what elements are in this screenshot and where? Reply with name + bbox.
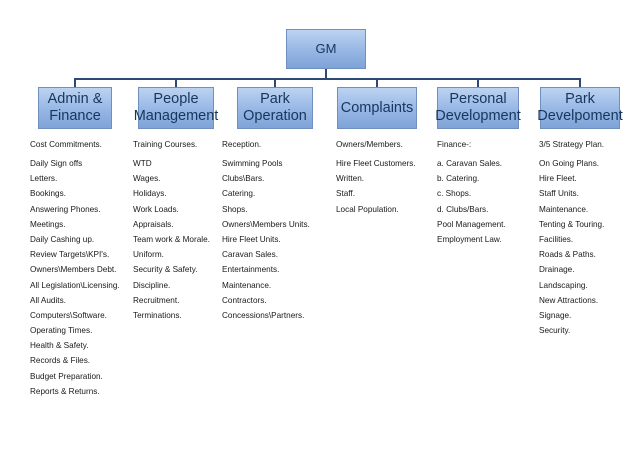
list-item: Employment Law. [437, 234, 502, 244]
list-item: Terminations. [133, 310, 182, 320]
list-item: Security & Safety. [133, 265, 198, 275]
list-item: Reports & Returns. [30, 386, 100, 396]
connector-personal-development [477, 78, 479, 87]
dept-label-line: Develpoment [537, 108, 623, 124]
list-item: Caravan Sales. [222, 250, 278, 260]
list-item: Shops. [222, 204, 248, 214]
dept-label-line: Management [133, 108, 219, 124]
task-list-complaints: Owners/Members. Hire Fleet Customers. Writ… [336, 136, 416, 217]
list-item: All Legislation\Licensing. [30, 280, 120, 290]
dept-box-park-development: Park Develpoment [537, 87, 623, 129]
task-list-header: Owners/Members. [336, 140, 403, 149]
list-item: Letters. [30, 174, 58, 184]
list-item: Answering Phones. [30, 204, 101, 214]
list-item: Team work & Morale. [133, 234, 210, 244]
list-item: Concessions\Partners. [222, 310, 305, 320]
dept-label-line: Development [435, 108, 521, 124]
list-item: Holidays. [133, 189, 167, 199]
list-item: Meetings. [30, 219, 66, 229]
list-item: Recruitment. [133, 295, 180, 305]
list-item: Daily Sign offs [30, 159, 83, 168]
connector-park-development [579, 78, 581, 87]
list-item: Discipline. [133, 280, 171, 290]
dept-box-admin-finance: Admin & Finance [38, 87, 112, 129]
list-item: Roads & Paths. [539, 250, 596, 260]
list-item: Drainage. [539, 265, 575, 275]
list-item: Staff. [336, 189, 355, 199]
list-item: On Going Plans. [539, 159, 600, 168]
list-item: Landscaping. [539, 280, 588, 290]
list-item: Maintenance. [539, 204, 589, 214]
list-item: Owners\Members Debt. [30, 265, 117, 275]
task-list-header: Cost Commitments. [30, 140, 102, 149]
list-item: Hire Fleet. [539, 174, 577, 184]
dept-label-line: Park [260, 91, 290, 108]
list-item: Bookings. [30, 189, 66, 199]
list-item: Facilities. [539, 234, 574, 244]
list-item: Appraisals. [133, 219, 174, 229]
list-item: Work Loads. [133, 204, 179, 214]
task-list-header: Reception. [222, 140, 262, 149]
list-item: Clubs\Bars. [222, 174, 265, 184]
list-item: d. Clubs/Bars. [437, 204, 489, 214]
list-item: b. Catering. [437, 174, 480, 184]
list-item: Computers\Software. [30, 310, 107, 320]
dept-label-line: People [153, 91, 199, 108]
list-item: Daily Cashing up. [30, 234, 95, 244]
task-list-header: 3/5 Strategy Plan. [539, 140, 605, 149]
list-item: Health & Safety. [30, 341, 89, 351]
list-item: Records & Files. [30, 356, 91, 366]
dept-label-line: Park [565, 91, 595, 108]
list-item: Contractors. [222, 295, 267, 305]
dept-box-park-operation: Park Operation [237, 87, 313, 129]
list-item: Pool Management. [437, 219, 506, 229]
list-item: Tenting & Touring. [539, 219, 605, 229]
dept-box-personal-development: Personal Development [435, 87, 521, 129]
list-item: Security. [539, 326, 571, 336]
list-item: Operating Times. [30, 326, 93, 336]
connector-complaints [376, 78, 378, 87]
task-list-people-management: Training Courses. WTD Wages. Holidays. Work … [133, 136, 210, 323]
list-item: Owners\Members Units. [222, 219, 310, 229]
connector-horizontal-bus [74, 78, 580, 80]
connector-admin-finance [74, 78, 76, 87]
list-item: Local Population. [336, 204, 399, 214]
dept-box-people-management: People Management [134, 87, 218, 129]
dept-label-line: Personal [449, 91, 507, 108]
dept-label-line: Operation [243, 108, 307, 124]
dept-label-line: Admin & [47, 91, 103, 108]
list-item: Swimming Pools [222, 159, 283, 168]
list-item: New Attractions. [539, 295, 599, 305]
list-item: WTD [133, 159, 152, 168]
list-item: Review Targets\KPI's. [30, 250, 110, 260]
connector-park-operation [274, 78, 276, 87]
connector-people-management [175, 78, 177, 87]
task-list-header: Training Courses. [133, 140, 198, 149]
gm-box: GM [286, 29, 366, 69]
list-item: a. Caravan Sales. [437, 159, 503, 168]
list-item: Written. [336, 174, 365, 184]
list-item: Wages. [133, 174, 161, 184]
list-item: Hire Fleet Units. [222, 234, 281, 244]
list-item: Staff Units. [539, 189, 579, 199]
list-item: Signage. [539, 310, 572, 320]
list-item: Hire Fleet Customers. [336, 159, 416, 168]
dept-label-line: Complaints [340, 99, 414, 116]
task-list-header: Finance-: [437, 140, 472, 149]
list-item: c. Shops. [437, 189, 472, 199]
list-item: Uniform. [133, 250, 164, 260]
task-list-park-development: 3/5 Strategy Plan. On Going Plans. Hire Fl… [539, 136, 604, 338]
list-item: Catering. [222, 189, 256, 199]
list-item: Maintenance. [222, 280, 272, 290]
connector-gm-down [325, 69, 327, 79]
dept-label-line: Finance [49, 108, 101, 124]
gm-label: GM [315, 40, 337, 56]
list-item: All Audits. [30, 295, 66, 305]
task-list-personal-development: Finance-: a. Caravan Sales. b. Catering. c.… [437, 136, 506, 247]
list-item: Budget Preparation. [30, 371, 103, 381]
list-item: Entertainments. [222, 265, 280, 275]
dept-box-complaints: Complaints [337, 87, 417, 129]
